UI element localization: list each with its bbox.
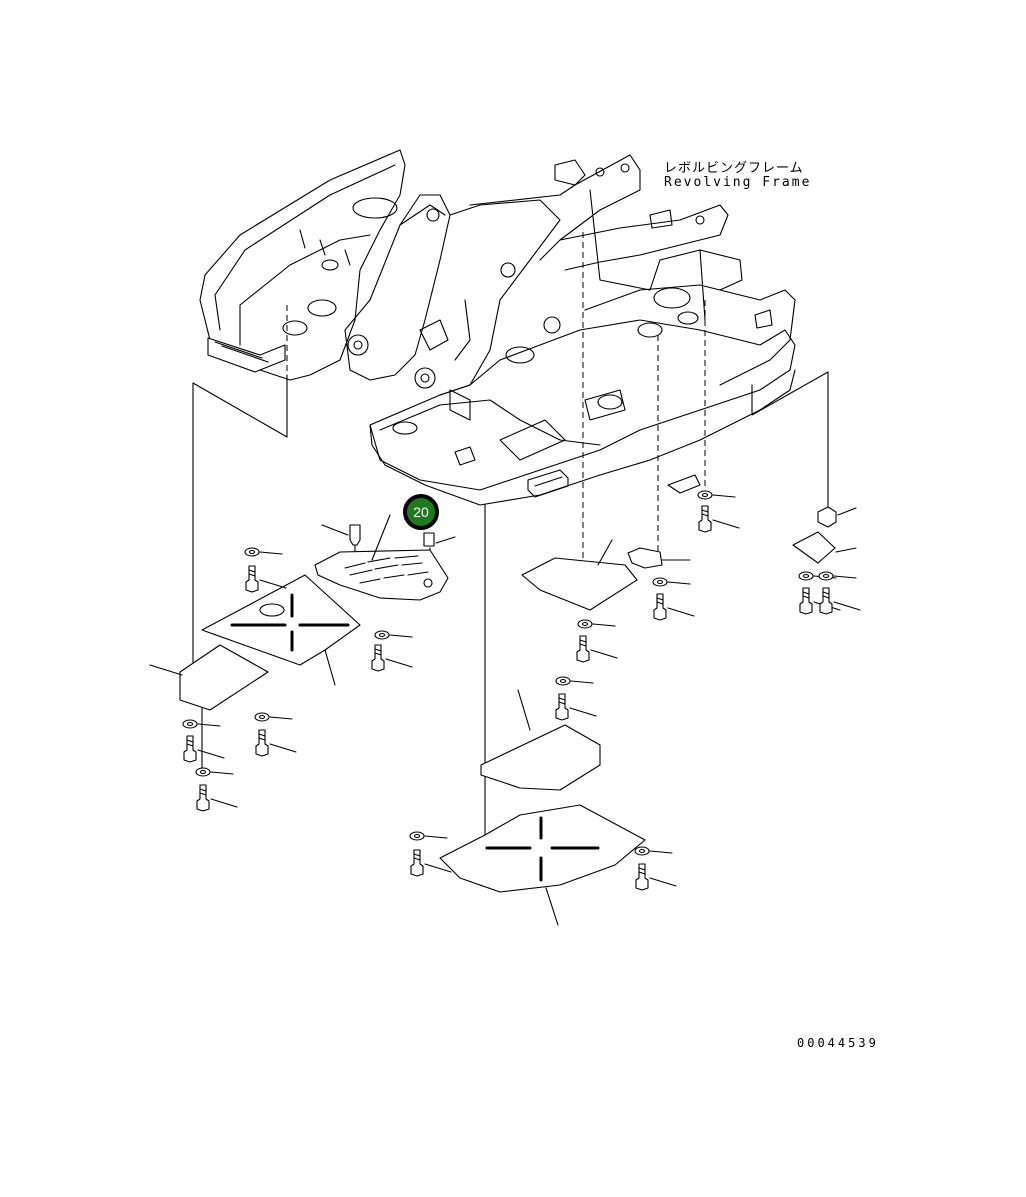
part-callout-20[interactable]: 20 [403,494,439,530]
washer [634,846,650,856]
bolt [799,587,813,615]
bolt [653,593,667,621]
bolt [555,693,569,721]
washer [577,619,593,629]
revolving-frame [199,149,796,506]
drawing-number: 00044539 [797,1036,879,1050]
right-parts [667,474,857,564]
bolt [183,735,197,763]
washer [244,547,260,557]
washer [182,719,198,729]
bolts-washers [182,490,861,891]
leader-lines [192,232,829,846]
floor-plate [314,514,456,601]
washer [195,767,211,777]
washer [652,577,668,587]
bottom-cover [439,804,646,926]
bolt [255,729,269,757]
bolt [576,635,590,663]
frame-title-english: Revolving Frame [664,175,812,190]
washer [555,676,571,686]
frame-title-japanese: レボルビングフレーム [664,161,804,176]
washer [818,571,834,581]
bolt [245,565,259,593]
bolt [819,587,833,615]
washer [798,571,814,581]
bolt [196,784,210,812]
left-cover [201,574,361,686]
middle-cover [480,539,691,791]
washer [254,712,270,722]
washer [409,831,425,841]
bolt [635,863,649,891]
washer [374,630,390,640]
left-small-cover [149,644,269,711]
bolt [698,505,712,533]
bolt [371,644,385,672]
washer [697,490,713,500]
bolt [410,849,424,877]
